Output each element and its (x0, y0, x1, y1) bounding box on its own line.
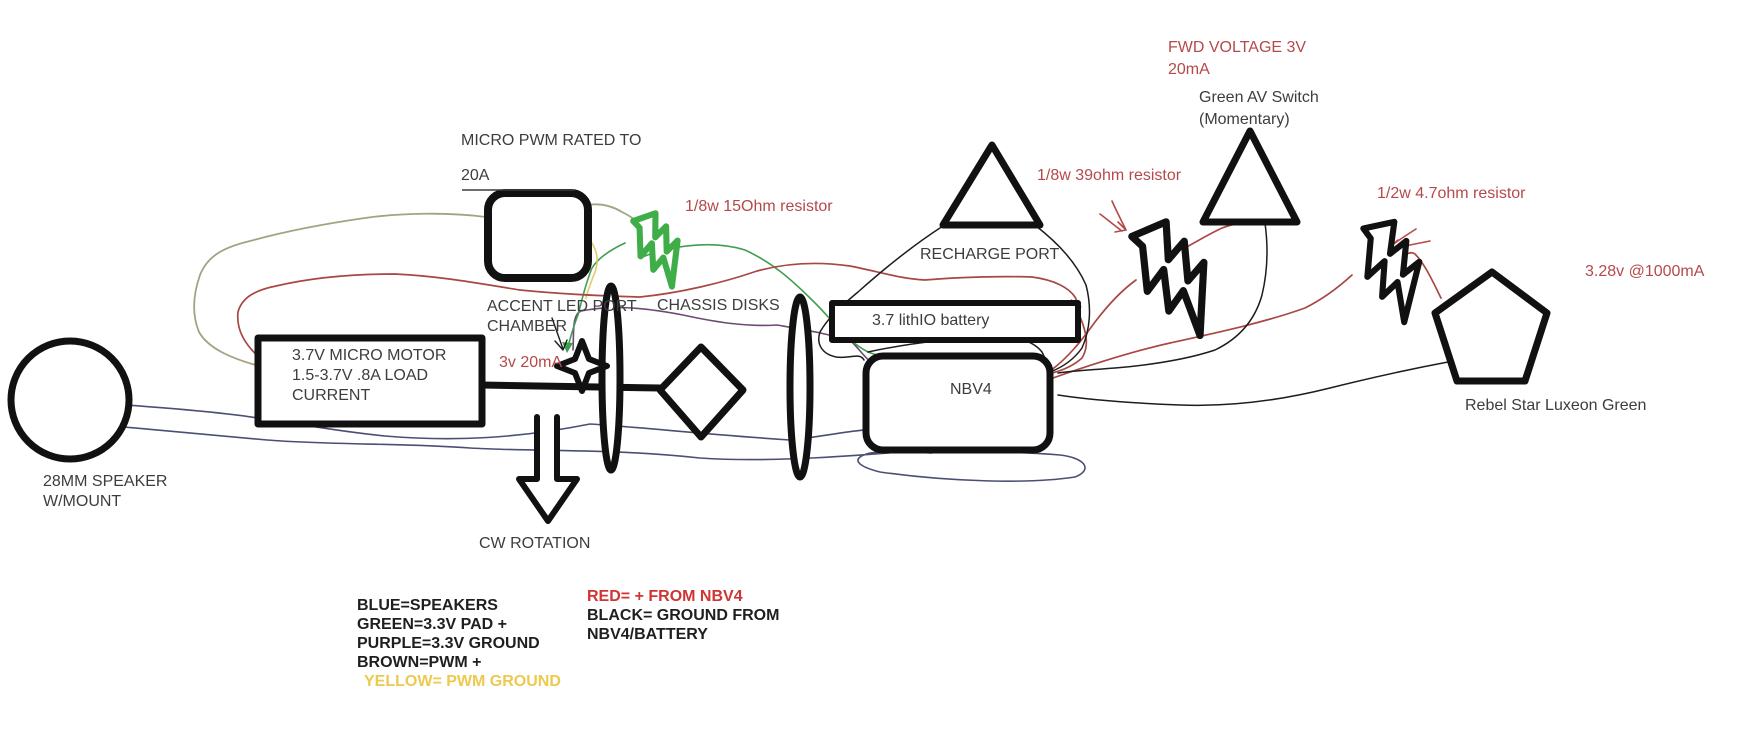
luxeon-led-label: Rebel Star Luxeon Green (1465, 397, 1647, 414)
legend-green: GREEN=3.3V PAD + (357, 616, 507, 633)
speaker-label-line2: W/MOUNT (43, 493, 122, 510)
motor-label-line2: 1.5-3.7V .8A LOAD (292, 367, 429, 384)
battery-label: 3.7 lithIO battery (872, 312, 990, 329)
recharge-port-label: RECHARGE PORT (920, 246, 1060, 263)
resistor-47ohm-label: 1/2w 4.7ohm resistor (1377, 185, 1526, 202)
legend-blue: BLUE=SPEAKERS (357, 597, 498, 614)
accent-led-rating: 3v 20mA (499, 354, 563, 371)
resistor-15ohm-label: 1/8w 15Ohm resistor (685, 198, 833, 215)
cw-rotation-arrow (516, 414, 580, 524)
wire-brown-motor-to-pwm (193, 212, 487, 367)
pwm-box (484, 189, 592, 282)
av-switch-triangle (1199, 127, 1301, 226)
av-switch-label-line1: Green AV Switch (1199, 89, 1319, 106)
chassis-disk-2 (786, 293, 814, 481)
wire-red-bundle-to-39ohm (1049, 279, 1137, 372)
legend-purple: PURPLE=3.3V GROUND (357, 635, 540, 652)
battery-box (829, 300, 1081, 343)
diamond-shape (656, 343, 747, 441)
legend-black-line1: BLACK= GROUND FROM (587, 607, 780, 624)
resistor-39ohm-pointer-arrow (1099, 200, 1127, 233)
pwm-label-line2: 20A (461, 167, 490, 184)
luxeon-pentagon (1431, 268, 1551, 385)
legend-black-line2: NBV4/BATTERY (587, 626, 708, 643)
wire-black-recharge-to-battery (818, 225, 944, 361)
wire-blue-speaker-2 (111, 425, 1086, 482)
wire-red-bundle-to-47ohm (1052, 274, 1353, 379)
legend-red: RED= + FROM NBV4 (587, 588, 743, 605)
motor-label-line3: CURRENT (292, 387, 371, 404)
cw-rotation-label: CW ROTATION (479, 535, 591, 552)
chassis-disk-1 (598, 282, 624, 474)
pwm-label-line1: MICRO PWM RATED TO (461, 132, 642, 149)
accent-led-label-line1: ACCENT LED PORT (487, 298, 637, 315)
speaker-label-line1: 28MM SPEAKER (43, 473, 168, 490)
wire-red-motor-to-battery (236, 262, 1079, 360)
fwd-voltage-line1: FWD VOLTAGE 3V (1168, 39, 1307, 56)
accent-led-label-line2: CHAMBER (487, 318, 568, 335)
chassis-disks-label: CHASSIS DISKS (657, 297, 780, 314)
motor-label-line1: 3.7V MICRO MOTOR (292, 347, 447, 364)
wire-green-resistor-to-star (566, 242, 626, 351)
av-switch-label-line2: (Momentary) (1199, 111, 1290, 128)
wire-red-battery-to-bundle (1051, 311, 1088, 374)
resistor-39ohm-bolt-icon (1128, 218, 1208, 340)
motor-box (254, 334, 486, 428)
legend-yellow: YELLOW= PWM GROUND (364, 673, 561, 690)
wire-black-avswitch-to-bundle (1057, 222, 1268, 374)
resistor-47ohm-bolt-icon (1360, 218, 1423, 326)
nbv4-label: NBV4 (950, 381, 992, 398)
resistor-39ohm-label: 1/8w 39ohm resistor (1037, 167, 1182, 184)
motor-shaft-line (478, 381, 664, 392)
recharge-port-triangle (939, 141, 1044, 229)
wire-yellow-pwm-ground (585, 242, 598, 299)
nbv4-box (862, 352, 1054, 454)
legend-brown: BROWN=PWM + (357, 654, 482, 671)
led-output-label: 3.28v @1000mA (1585, 263, 1705, 280)
speaker-shape (7, 337, 133, 463)
accent-star-pointer-arrow (551, 317, 568, 351)
wire-black-recharge-to-bundle (1035, 225, 1091, 373)
resistor-15ohm-bolt-icon (630, 210, 681, 290)
accent-led-star (554, 338, 610, 394)
fwd-voltage-line2: 20mA (1168, 61, 1210, 78)
